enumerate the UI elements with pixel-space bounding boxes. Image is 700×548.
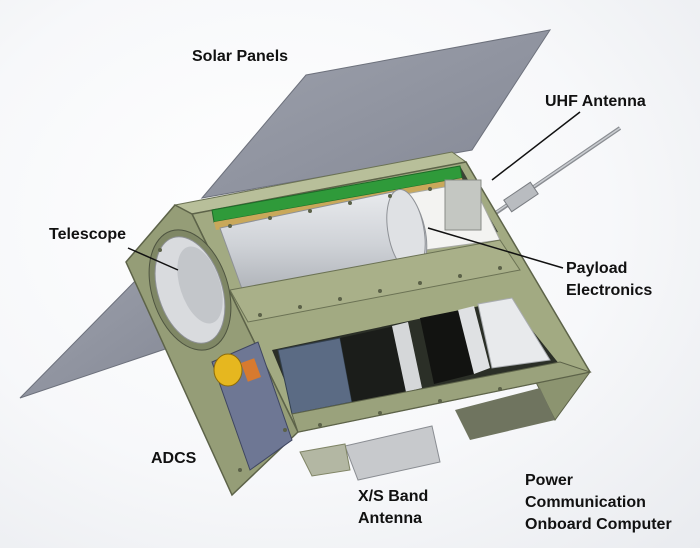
payload-leader-line <box>427 227 564 269</box>
telescope-label: Telescope <box>49 226 127 243</box>
adcs-label: ADCS <box>151 450 197 467</box>
payload-bracket <box>444 179 482 231</box>
uhf-antenna-label: UHF Antenna <box>545 93 646 110</box>
uhf-antenna-mount <box>503 181 539 213</box>
payload-electronics-label: Payload Electronics <box>566 260 653 299</box>
bay-module-3 <box>477 297 551 369</box>
frame-rail <box>229 239 521 323</box>
bay-module-1 <box>340 326 408 402</box>
adcs-module <box>277 337 353 415</box>
lower-side-panel <box>455 388 555 440</box>
solar-panels-label: Solar Panels <box>192 48 289 65</box>
xs-band-antenna-plate <box>344 425 441 481</box>
adcs-orange-component <box>241 358 261 382</box>
xs-band-antenna-label: X/S Band Antenna <box>358 488 429 527</box>
frame-bottom <box>291 361 592 433</box>
uhf-leader-line <box>491 111 581 181</box>
telescope-leader-line <box>127 247 179 271</box>
bay-module-rail-1 <box>392 322 422 392</box>
bay-module-rail-2 <box>458 306 490 374</box>
bay-module-2 <box>420 310 474 384</box>
power-communication-obc-label: Power Communication Onboard Computer <box>525 472 672 533</box>
frame-bolts <box>158 187 502 472</box>
adcs-reaction-wheel <box>213 353 243 387</box>
